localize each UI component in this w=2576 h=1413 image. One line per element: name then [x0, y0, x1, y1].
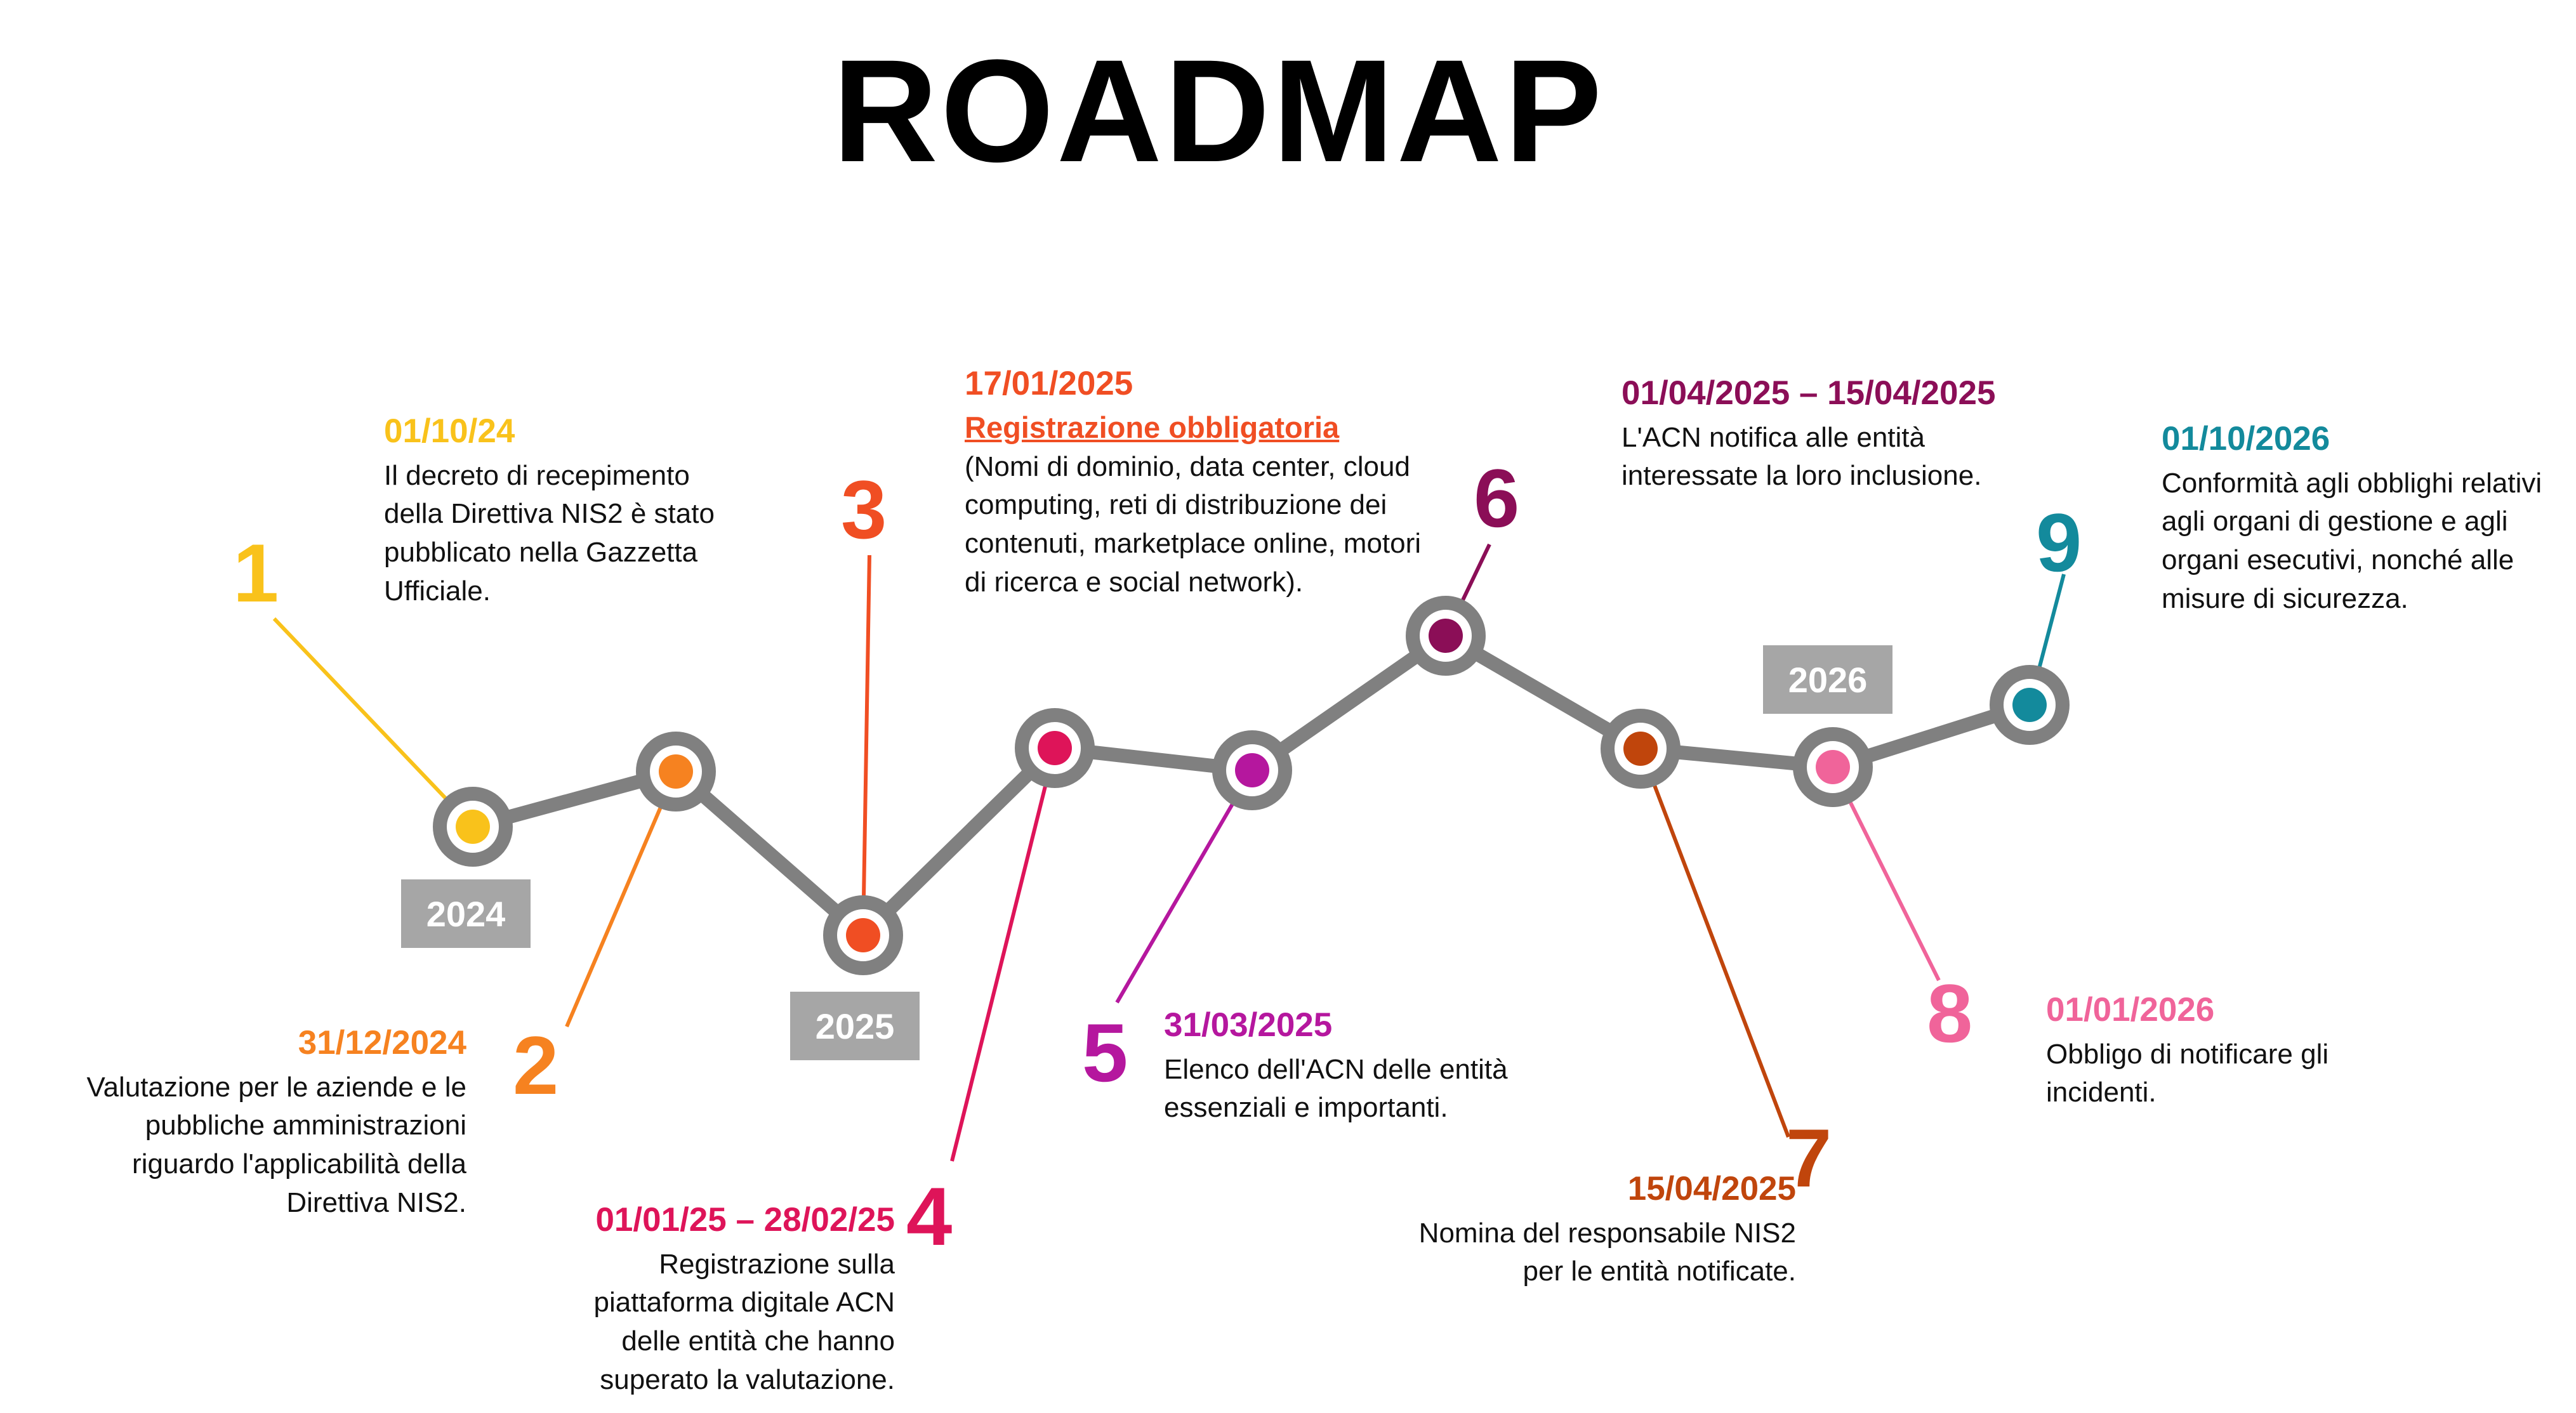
milestone-block-7: 15/04/2025 Nomina del responsabile NIS2 …: [1415, 1169, 1796, 1291]
milestone-block-3: 17/01/2025 Registrazione obbligatoria (N…: [965, 364, 1422, 602]
milestone-number-9: 9: [2036, 496, 2082, 589]
milestone-number-2: 2: [513, 1019, 559, 1112]
milestone-date-1: 01/10/24: [384, 412, 515, 450]
milestone-number-3: 3: [841, 463, 887, 556]
milestone-block-9: 01/10/2026 Conformità agli obblighi rela…: [2162, 419, 2568, 618]
timeline-node-5: [1212, 730, 1292, 810]
milestone-description-8: Obbligo di notificare gli incidenti.: [2046, 1038, 2329, 1108]
year-badge-2024: 2024: [401, 879, 531, 948]
milestone-block-2: 31/12/2024 Valutazione per le aziende e …: [67, 1023, 467, 1222]
timeline-node-6: [1406, 596, 1486, 676]
milestone-description-5: Elenco dell'ACN delle entità essenziali …: [1164, 1053, 1508, 1124]
page-title: ROADMAP: [832, 29, 1605, 192]
milestone-date-9: 01/10/2026: [2162, 420, 2330, 457]
milestone-date-5: 31/03/2025: [1164, 1006, 1333, 1044]
connector-line-1: [272, 617, 475, 829]
milestone-description-9: Conformità agli obblighi relativi agli o…: [2162, 467, 2542, 614]
milestone-description-3: (Nomi di dominio, data center, cloud com…: [965, 450, 1422, 598]
connector-line-4: [950, 747, 1057, 1162]
timeline-node-3: [823, 895, 903, 975]
milestone-number-6: 6: [1474, 452, 1520, 544]
milestone-description-4: Registrazione sulla piattaforma digitale…: [593, 1248, 895, 1395]
milestone-number-8: 8: [1927, 967, 1973, 1060]
connector-line-3: [861, 555, 871, 936]
milestone-number-4: 4: [906, 1170, 953, 1263]
milestone-subtitle-3: Registrazione obbligatoria: [965, 410, 1340, 444]
milestone-date-8: 01/01/2026: [2046, 991, 2215, 1029]
milestone-block-1: 01/10/24 Il decreto di recepimento della…: [384, 411, 739, 610]
milestone-description-1: Il decreto di recepimento della Direttiv…: [384, 459, 715, 607]
milestone-description-2: Valutazione per le aziende e le pubblich…: [86, 1071, 467, 1218]
timeline-node-8: [1793, 727, 1873, 807]
milestone-date-4: 01/01/25 – 28/02/25: [595, 1201, 895, 1239]
milestone-date-2: 31/12/2024: [298, 1024, 466, 1061]
timeline-node-7: [1601, 709, 1681, 789]
connector-line-5: [1115, 769, 1254, 1004]
milestone-block-8: 01/01/2026 Obbligo di notificare gli inc…: [2046, 990, 2401, 1112]
milestone-description-7: Nomina del responsabile NIS2 per le enti…: [1418, 1217, 1796, 1287]
milestone-number-7: 7: [1786, 1112, 1832, 1204]
timeline-node-4: [1015, 708, 1095, 788]
milestone-block-6: 01/04/2025 – 15/04/2025 L'ACN notifica a…: [1622, 373, 2053, 496]
milestone-date-6: 01/04/2025 – 15/04/2025: [1622, 374, 1996, 412]
year-badge-2025: 2025: [790, 992, 920, 1060]
milestone-date-7: 15/04/2025: [1627, 1170, 1796, 1207]
milestone-block-4: 01/01/25 – 28/02/25 Registrazione sulla …: [530, 1200, 895, 1399]
milestone-date-3: 17/01/2025: [965, 365, 1133, 402]
timeline-node-1: [433, 787, 513, 867]
connector-line-7: [1639, 747, 1790, 1138]
milestone-block-5: 31/03/2025 Elenco dell'ACN delle entità …: [1164, 1005, 1557, 1127]
milestone-description-6: L'ACN notifica alle entità interessate l…: [1622, 421, 1982, 492]
milestone-number-1: 1: [233, 527, 279, 619]
milestone-number-5: 5: [1082, 1006, 1128, 1099]
timeline-node-2: [636, 732, 716, 812]
timeline-node-9: [1990, 665, 2070, 745]
connector-line-2: [565, 770, 678, 1028]
year-badge-2026: 2026: [1763, 645, 1892, 714]
